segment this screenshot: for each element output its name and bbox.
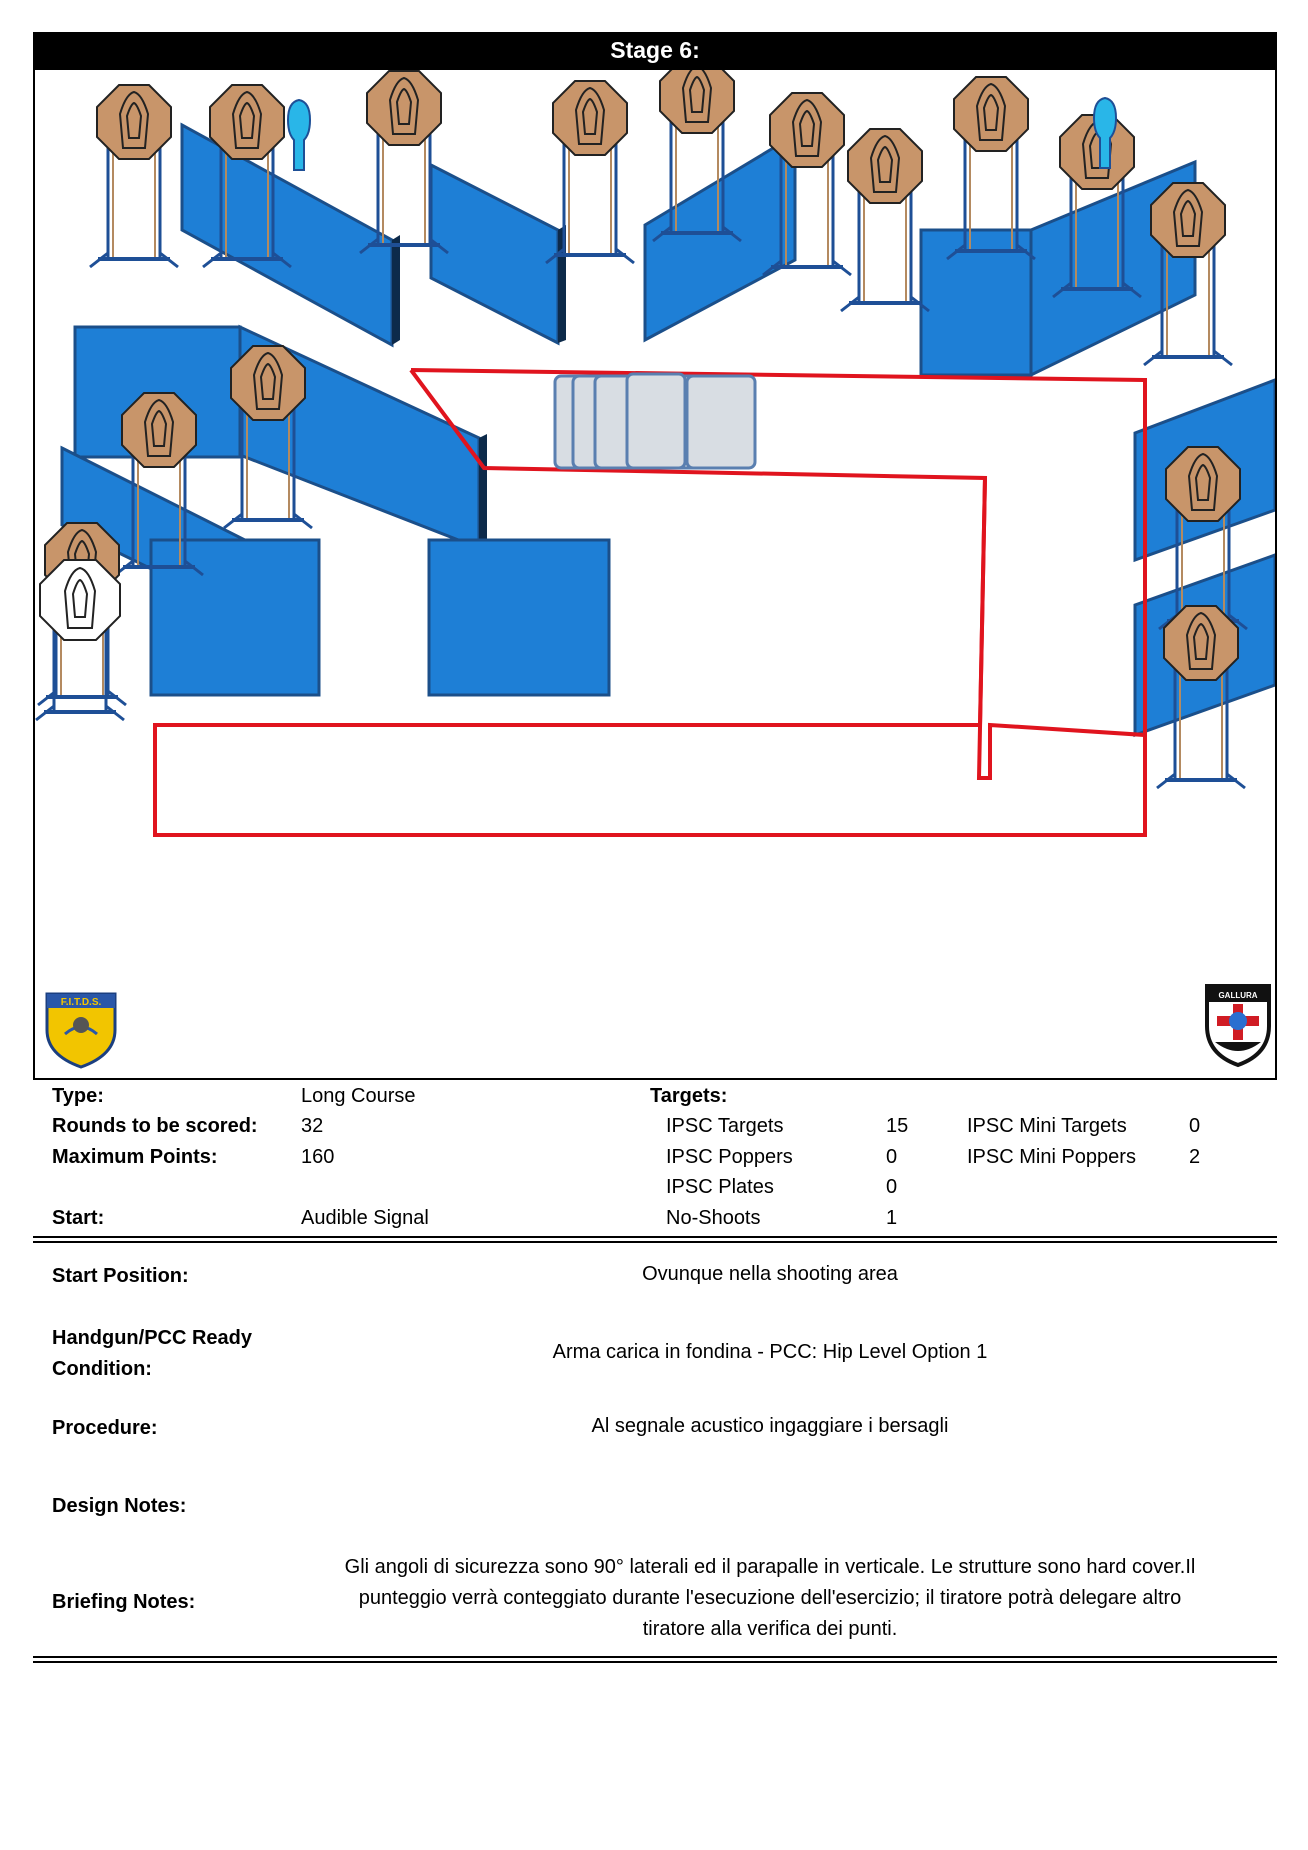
stage-diagram: F.I.T.D.S. GALLURA bbox=[33, 68, 1277, 1080]
type-value: Long Course bbox=[301, 1085, 416, 1107]
targets-row-count: 1 bbox=[886, 1207, 898, 1229]
rounds-value: 32 bbox=[301, 1115, 324, 1137]
targets-row-count: 0 bbox=[886, 1146, 898, 1168]
wall bbox=[180, 122, 394, 348]
max-points-label: Maximum Points: bbox=[52, 1146, 218, 1168]
mini-targets-row-name: IPSC Mini Targets bbox=[967, 1115, 1127, 1137]
port-barricade bbox=[553, 372, 757, 470]
gallura-logo: GALLURA bbox=[1205, 984, 1271, 1068]
wall-edge bbox=[479, 434, 487, 548]
section-divider bbox=[33, 1656, 1277, 1663]
ipsc-target bbox=[88, 83, 180, 269]
mini-targets-row-count: 0 bbox=[1189, 1115, 1201, 1137]
briefing-notes-label: Briefing Notes: bbox=[52, 1591, 196, 1613]
ready-condition-label-2: Condition: bbox=[52, 1358, 152, 1380]
ready-condition-label: Handgun/PCC Ready bbox=[52, 1327, 253, 1349]
start-value: Audible Signal bbox=[301, 1207, 429, 1229]
start-position-value: Ovunque nella shooting area bbox=[642, 1263, 898, 1285]
mini-popper bbox=[287, 99, 311, 171]
stage-diagram-svg: F.I.T.D.S. GALLURA bbox=[35, 70, 1275, 1069]
mini-poppers-row-name: IPSC Mini Poppers bbox=[967, 1146, 1136, 1168]
mini-poppers-row-count: 2 bbox=[1189, 1146, 1201, 1168]
wall bbox=[149, 538, 321, 697]
targets-row-name: No-Shoots bbox=[666, 1207, 761, 1229]
briefing-notes-value: Gli angoli di sicurezza sono 90° lateral… bbox=[344, 1556, 1196, 1640]
gallura-logo-text: GALLURA bbox=[1218, 991, 1257, 1000]
max-points-value: 160 bbox=[301, 1146, 335, 1168]
procedure-label: Procedure: bbox=[52, 1417, 158, 1439]
targets-label: Targets: bbox=[650, 1085, 728, 1107]
targets-row-count: 0 bbox=[886, 1176, 898, 1198]
fitds-logo: F.I.T.D.S. bbox=[45, 992, 117, 1069]
stage-title: Stage 6: bbox=[33, 32, 1277, 68]
wall bbox=[643, 132, 797, 343]
start-label: Start: bbox=[52, 1207, 105, 1229]
shooting-area-boundary bbox=[409, 368, 1147, 780]
ipsc-target bbox=[839, 127, 931, 313]
rounds-label: Rounds to be scored: bbox=[52, 1115, 258, 1137]
design-notes-label: Design Notes: bbox=[52, 1495, 187, 1517]
start-position-label: Start Position: bbox=[52, 1265, 189, 1287]
section-divider bbox=[33, 1236, 1277, 1243]
fitds-logo-text: F.I.T.D.S. bbox=[61, 997, 102, 1008]
targets-row-name: IPSC Targets bbox=[666, 1115, 784, 1137]
ready-condition-value: Arma carica in fondina - PCC: Hip Level … bbox=[552, 1341, 988, 1363]
wall-edge bbox=[392, 235, 400, 345]
targets-row-count: 15 bbox=[886, 1115, 909, 1137]
procedure-value: Al segnale acustico ingaggiare i bersagl… bbox=[591, 1415, 949, 1437]
type-label: Type: bbox=[52, 1085, 104, 1107]
targets-row-name: IPSC Poppers bbox=[666, 1146, 793, 1168]
targets-row-name: IPSC Plates bbox=[666, 1176, 774, 1198]
shooting-area-boundary bbox=[153, 477, 1147, 837]
wall bbox=[427, 538, 611, 697]
wall bbox=[429, 162, 560, 346]
